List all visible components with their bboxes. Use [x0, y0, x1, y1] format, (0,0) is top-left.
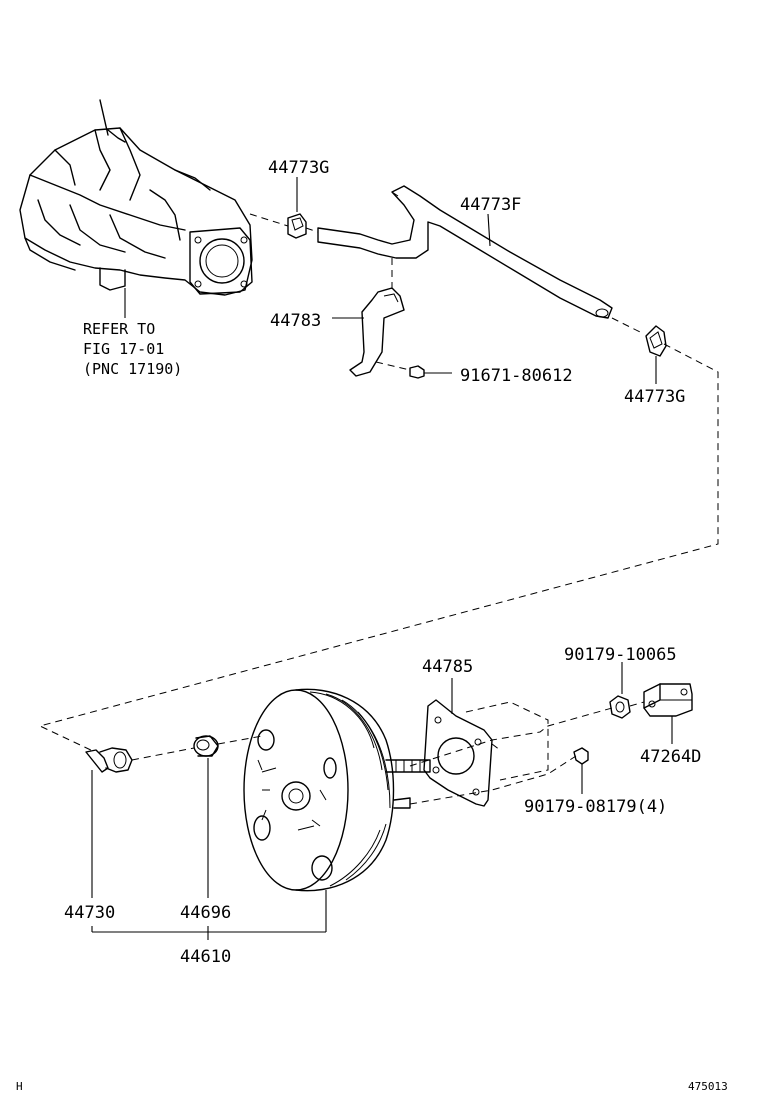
- callout-bracket-rear: 47264D: [640, 747, 701, 767]
- dash-nut-bracket: [629, 701, 645, 707]
- hose-clamp-upper: [287, 177, 307, 239]
- callout-grommet: 44696: [180, 903, 231, 923]
- footer-left-mark: H: [16, 1080, 23, 1093]
- callout-bolt: 91671-80612: [460, 366, 573, 386]
- callout-bracket: 44783: [270, 311, 321, 331]
- callout-clamp-upper: 44773G: [268, 158, 329, 178]
- callout-nut-lower: 90179-08179(4): [524, 797, 667, 817]
- hose-clamp-lower: [645, 325, 667, 384]
- callout-booster: 44610: [180, 947, 231, 967]
- callout-nut-upper: 90179-10065: [564, 645, 677, 665]
- reference-note: REFER TO FIG 17-01 (PNC 17190): [83, 320, 182, 378]
- intake-manifold-drawing: [19, 99, 253, 318]
- reference-note-line1: REFER TO: [83, 320, 155, 338]
- nut-upper: [609, 662, 631, 719]
- callout-check-valve: 44730: [64, 903, 115, 923]
- dash-valve-grommet: [131, 747, 195, 761]
- bolt: [409, 365, 452, 379]
- brake-booster: [243, 688, 431, 932]
- hose-bracket: [332, 287, 405, 377]
- dash-manifold-clamp: [249, 213, 289, 227]
- vacuum-hose: [317, 185, 613, 319]
- dash-stud-lines: [409, 701, 613, 805]
- reference-note-line2: FIG 17-01: [83, 340, 164, 358]
- dash-grommet-booster: [217, 735, 263, 745]
- rear-bracket: [643, 683, 693, 744]
- dash-bracket-bolt: [375, 361, 411, 371]
- dash-clamp-hose: [305, 227, 319, 233]
- figure-id: 475013: [688, 1080, 728, 1093]
- callout-gasket: 44785: [422, 657, 473, 677]
- reference-note-line3: (PNC 17190): [83, 360, 182, 378]
- check-valve: [85, 747, 133, 898]
- dash-vacuum-route: [38, 343, 719, 753]
- booster-callout-bracket: [91, 926, 326, 940]
- callout-clamp-lower: 44773G: [624, 387, 685, 407]
- dash-hose-clamp-lower: [611, 317, 645, 335]
- gasket: [423, 678, 493, 807]
- callout-hose: 44773F: [460, 195, 521, 215]
- grommet: [193, 735, 219, 898]
- nut-lower: [573, 747, 589, 794]
